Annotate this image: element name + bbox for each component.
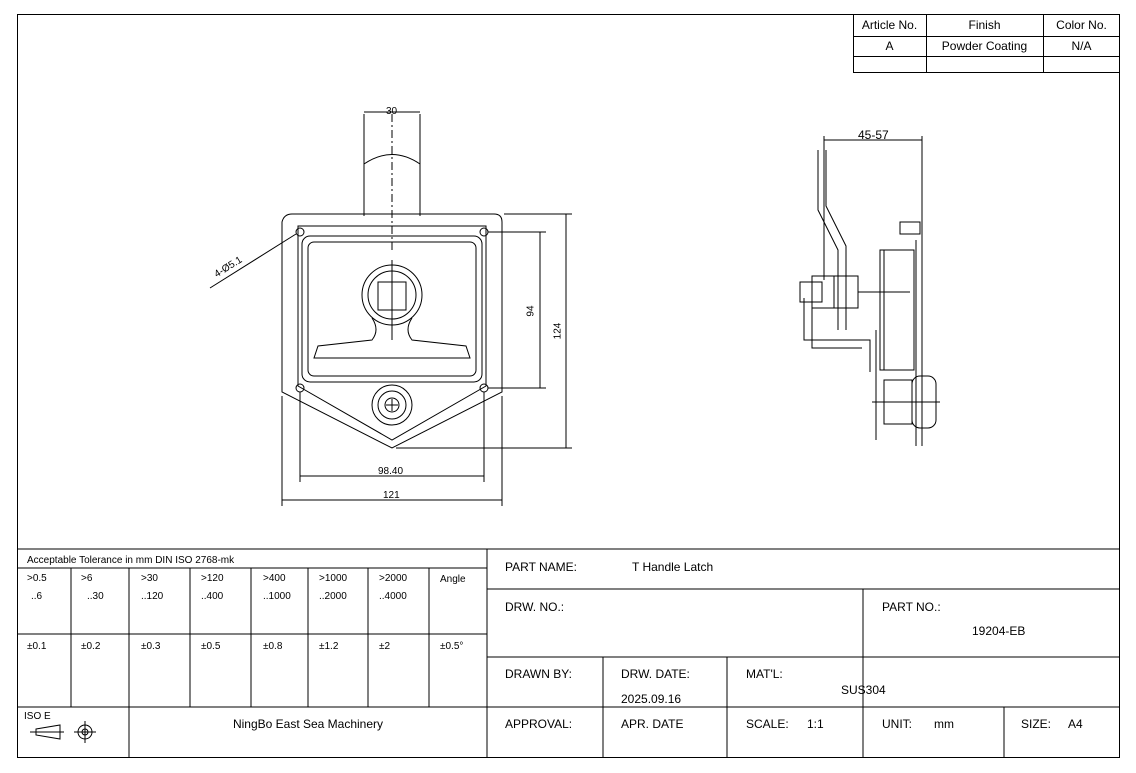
article-no-value: A <box>885 39 894 53</box>
tol-to-3: ..120 <box>141 591 164 602</box>
drw-no-label: DRW. NO.: <box>505 600 565 614</box>
tol-value-7: ±2 <box>379 641 391 652</box>
front-view <box>209 111 572 506</box>
dim-depth-range: 45-57 <box>858 128 889 142</box>
projection-label: ISO E <box>24 711 51 722</box>
tol-angle-label: Angle <box>440 574 466 585</box>
tol-value-2: ±0.2 <box>81 641 101 652</box>
material-label: MAT'L: <box>746 667 783 681</box>
tol-value-1: ±0.1 <box>27 641 47 652</box>
part-no-value: 19204-EB <box>972 624 1026 638</box>
drw-date-label: DRW. DATE: <box>621 667 690 681</box>
title-block-grid <box>17 548 1120 758</box>
tol-to-7: ..4000 <box>379 591 407 602</box>
tol-from-5: >400 <box>263 573 286 584</box>
side-view <box>799 136 940 446</box>
apr-date-label: APR. DATE <box>621 717 684 731</box>
company-name: NingBo East Sea Machinery <box>232 717 384 731</box>
tol-from-3: >30 <box>141 573 158 584</box>
finish-header: Finish <box>968 18 1001 32</box>
size-value: A4 <box>1068 717 1083 731</box>
tol-from-6: >1000 <box>319 573 348 584</box>
dim-outer-height: 124 <box>552 322 564 340</box>
tol-to-1: ..6 <box>31 591 43 602</box>
tol-to-2: ..30 <box>87 591 104 602</box>
tol-value-4: ±0.5 <box>201 641 221 652</box>
part-name-value: T Handle Latch <box>632 560 714 574</box>
material-value: SUS304 <box>841 683 886 697</box>
dim-hole-spacing: 98.40 <box>378 466 404 477</box>
dim-handle-width: 30 <box>386 106 398 117</box>
approval-label: APPROVAL: <box>505 717 573 731</box>
tol-from-4: >120 <box>201 573 224 584</box>
drawn-by-label: DRAWN BY: <box>505 667 572 681</box>
color-no-value: N/A <box>1071 39 1092 53</box>
article-no-header: Article No. <box>861 18 918 32</box>
tol-value-3: ±0.3 <box>141 641 161 652</box>
tol-from-7: >2000 <box>379 573 408 584</box>
unit-label: UNIT: <box>882 717 912 731</box>
color-no-header: Color No. <box>1056 18 1107 32</box>
tol-to-5: ..1000 <box>263 591 291 602</box>
scale-label: SCALE: <box>746 717 789 731</box>
finish-value: Powder Coating <box>941 39 1028 53</box>
drawing-frame <box>17 14 1120 758</box>
part-no-label: PART NO.: <box>882 600 941 614</box>
tol-from-2: >6 <box>81 573 93 584</box>
unit-value: mm <box>934 717 954 731</box>
tolerance-title: Acceptable Tolerance in mm DIN ISO 2768-… <box>27 555 235 566</box>
tol-to-6: ..2000 <box>319 591 347 602</box>
tol-value-angle: ±0.5° <box>440 641 464 652</box>
projection-symbol-icon <box>30 721 96 743</box>
size-label: SIZE: <box>1021 717 1052 731</box>
tol-value-6: ±1.2 <box>319 641 339 652</box>
tol-value-5: ±0.8 <box>263 641 283 652</box>
part-name-label: PART NAME: <box>505 560 578 574</box>
dim-overall-width: 121 <box>383 490 400 501</box>
tol-from-1: >0.5 <box>27 573 47 584</box>
tol-to-4: ..400 <box>201 591 224 602</box>
drw-date-value: 2025.09.16 <box>621 692 682 706</box>
dim-inner-height: 94 <box>525 305 537 317</box>
scale-value: 1:1 <box>807 717 824 731</box>
